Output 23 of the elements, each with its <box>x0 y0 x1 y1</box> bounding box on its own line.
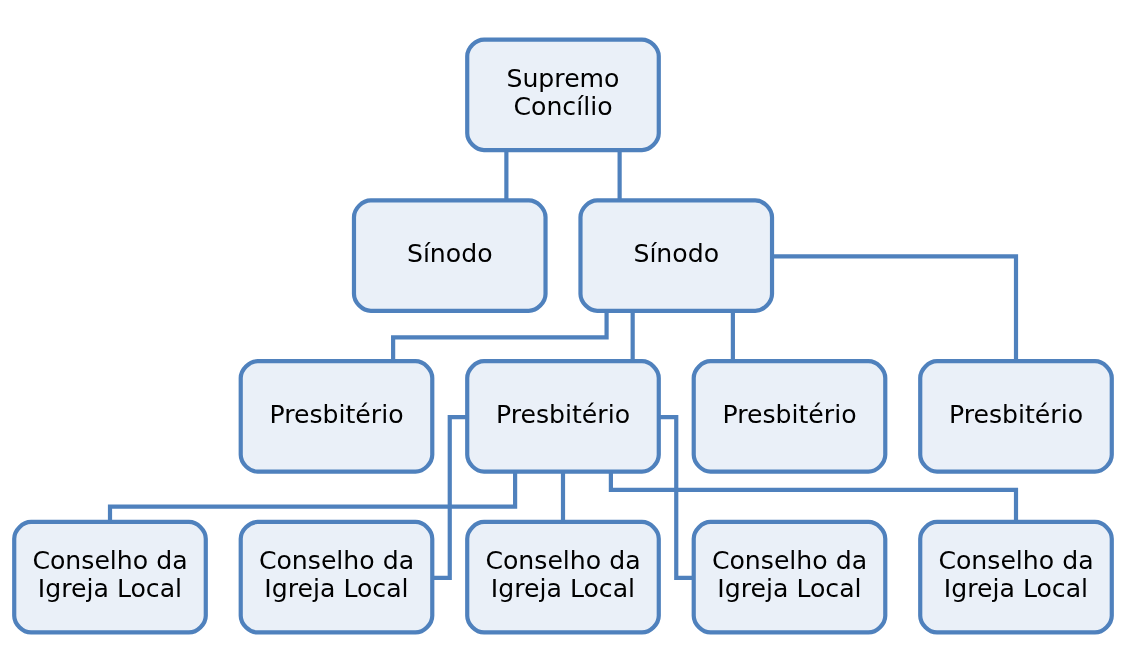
connector <box>730 310 735 361</box>
connector <box>391 310 609 361</box>
node-box: Conselho da Igreja Local <box>238 519 435 634</box>
node-box: Presbitério <box>691 358 888 474</box>
node-box: Presbitério <box>238 358 435 474</box>
node-box: Conselho da Igreja Local <box>918 519 1114 634</box>
connector <box>617 149 622 200</box>
node-box: Sínodo <box>578 197 775 313</box>
connector <box>432 414 467 580</box>
node-box: Conselho da Igreja Local <box>12 519 208 634</box>
connector <box>560 471 566 522</box>
connector <box>107 471 518 522</box>
node-box: Presbitério <box>465 358 661 474</box>
connector <box>630 310 635 361</box>
node-box: Presbitério <box>918 358 1114 474</box>
node-box: Supremo Concílio <box>465 37 661 152</box>
connector <box>659 414 694 580</box>
connector <box>504 149 509 200</box>
node-box: Conselho da Igreja Local <box>691 519 888 634</box>
connector <box>772 253 1019 361</box>
node-box: Sínodo <box>351 197 548 313</box>
node-box: Conselho da Igreja Local <box>465 519 661 634</box>
connector <box>608 471 1019 522</box>
